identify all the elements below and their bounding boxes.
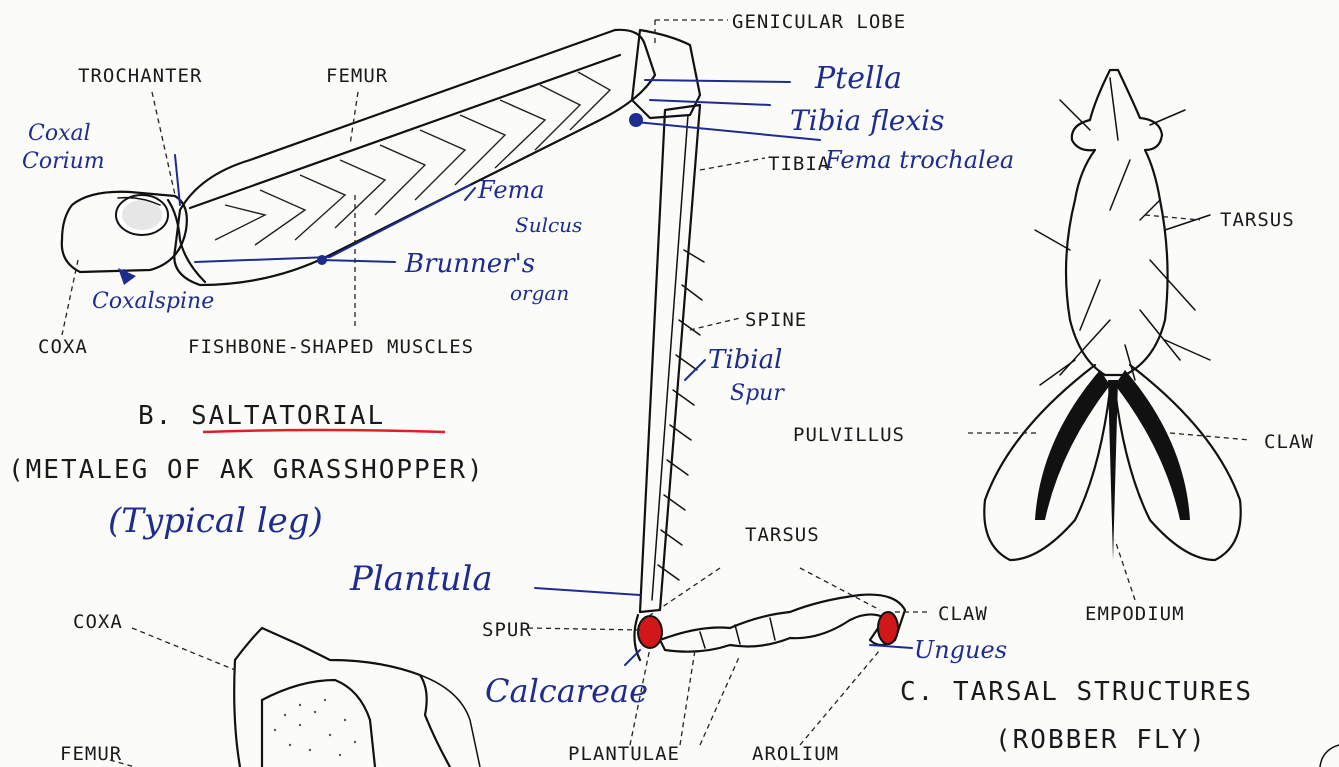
label-fishbone-muscles: FISHBONE-SHAPED MUSCLES [188,336,474,358]
note-organ: organ [510,281,569,305]
title-tarsal: C. TARSAL STRUCTURES [900,677,1253,707]
note-coxal: Coxal [28,121,91,146]
femur-drawing [174,30,655,285]
label-tibia: TIBIA [768,153,830,175]
note-ptella: Ptella [814,61,902,96]
label-femur-bottom: FEMUR [60,743,122,765]
label-spur: SPUR [482,619,532,641]
label-coxa-bottom: COXA [73,611,123,633]
tibial-spines [658,250,704,580]
label-tarsus-mid: TARSUS [745,524,820,546]
robber-fly-tarsus-drawing [984,70,1240,560]
note-plantula: Plantula [349,559,493,599]
note-tibial: Tibial [708,345,782,375]
label-tarsus-right: TARSUS [1220,209,1295,231]
label-arolium: AROLIUM [752,743,839,765]
title-saltatorial-sub: (METALEG OF AK GRASSHOPPER) [8,455,485,485]
note-sulcus: Sulcus [515,213,582,237]
note-typical-leg: (Typical leg) [108,501,323,541]
bottom-coxa-drawing [234,628,480,767]
tarsal-setae [1035,100,1210,385]
label-trochanter: TROCHANTER [78,65,202,87]
note-calcareae: Calcareae [485,672,648,710]
note-ungues: Ungues [914,636,1007,664]
label-claw-mid: CLAW [938,603,988,625]
tibia-drawing [634,105,704,660]
note-brunners: Brunner's [404,249,535,279]
label-femur: FEMUR [326,65,388,87]
note-coxalspine: Coxalspine [92,289,214,314]
label-claw-right: CLAW [1264,431,1314,453]
edge-mark [1320,745,1339,767]
label-genicular-lobe: GENICULAR LOBE [732,11,906,33]
label-empodium: EMPODIUM [1085,603,1185,625]
title-tarsal-sub: (ROBBER FLY) [995,725,1207,755]
note-fema-trochalea: Fema trochalea [824,146,1014,174]
label-plantulae: PLANTULAE [568,743,680,765]
label-coxa-top: COXA [38,336,88,358]
note-corium: Corium [22,149,105,174]
note-spur: Spur [730,381,785,406]
label-spine: SPINE [745,309,807,331]
label-pulvillus: PULVILLUS [793,424,905,446]
note-tibia-flexis: Tibia flexis [790,104,944,137]
note-fema: Fema [477,176,545,204]
title-saltatorial: B. SALTATORIAL [138,401,385,431]
